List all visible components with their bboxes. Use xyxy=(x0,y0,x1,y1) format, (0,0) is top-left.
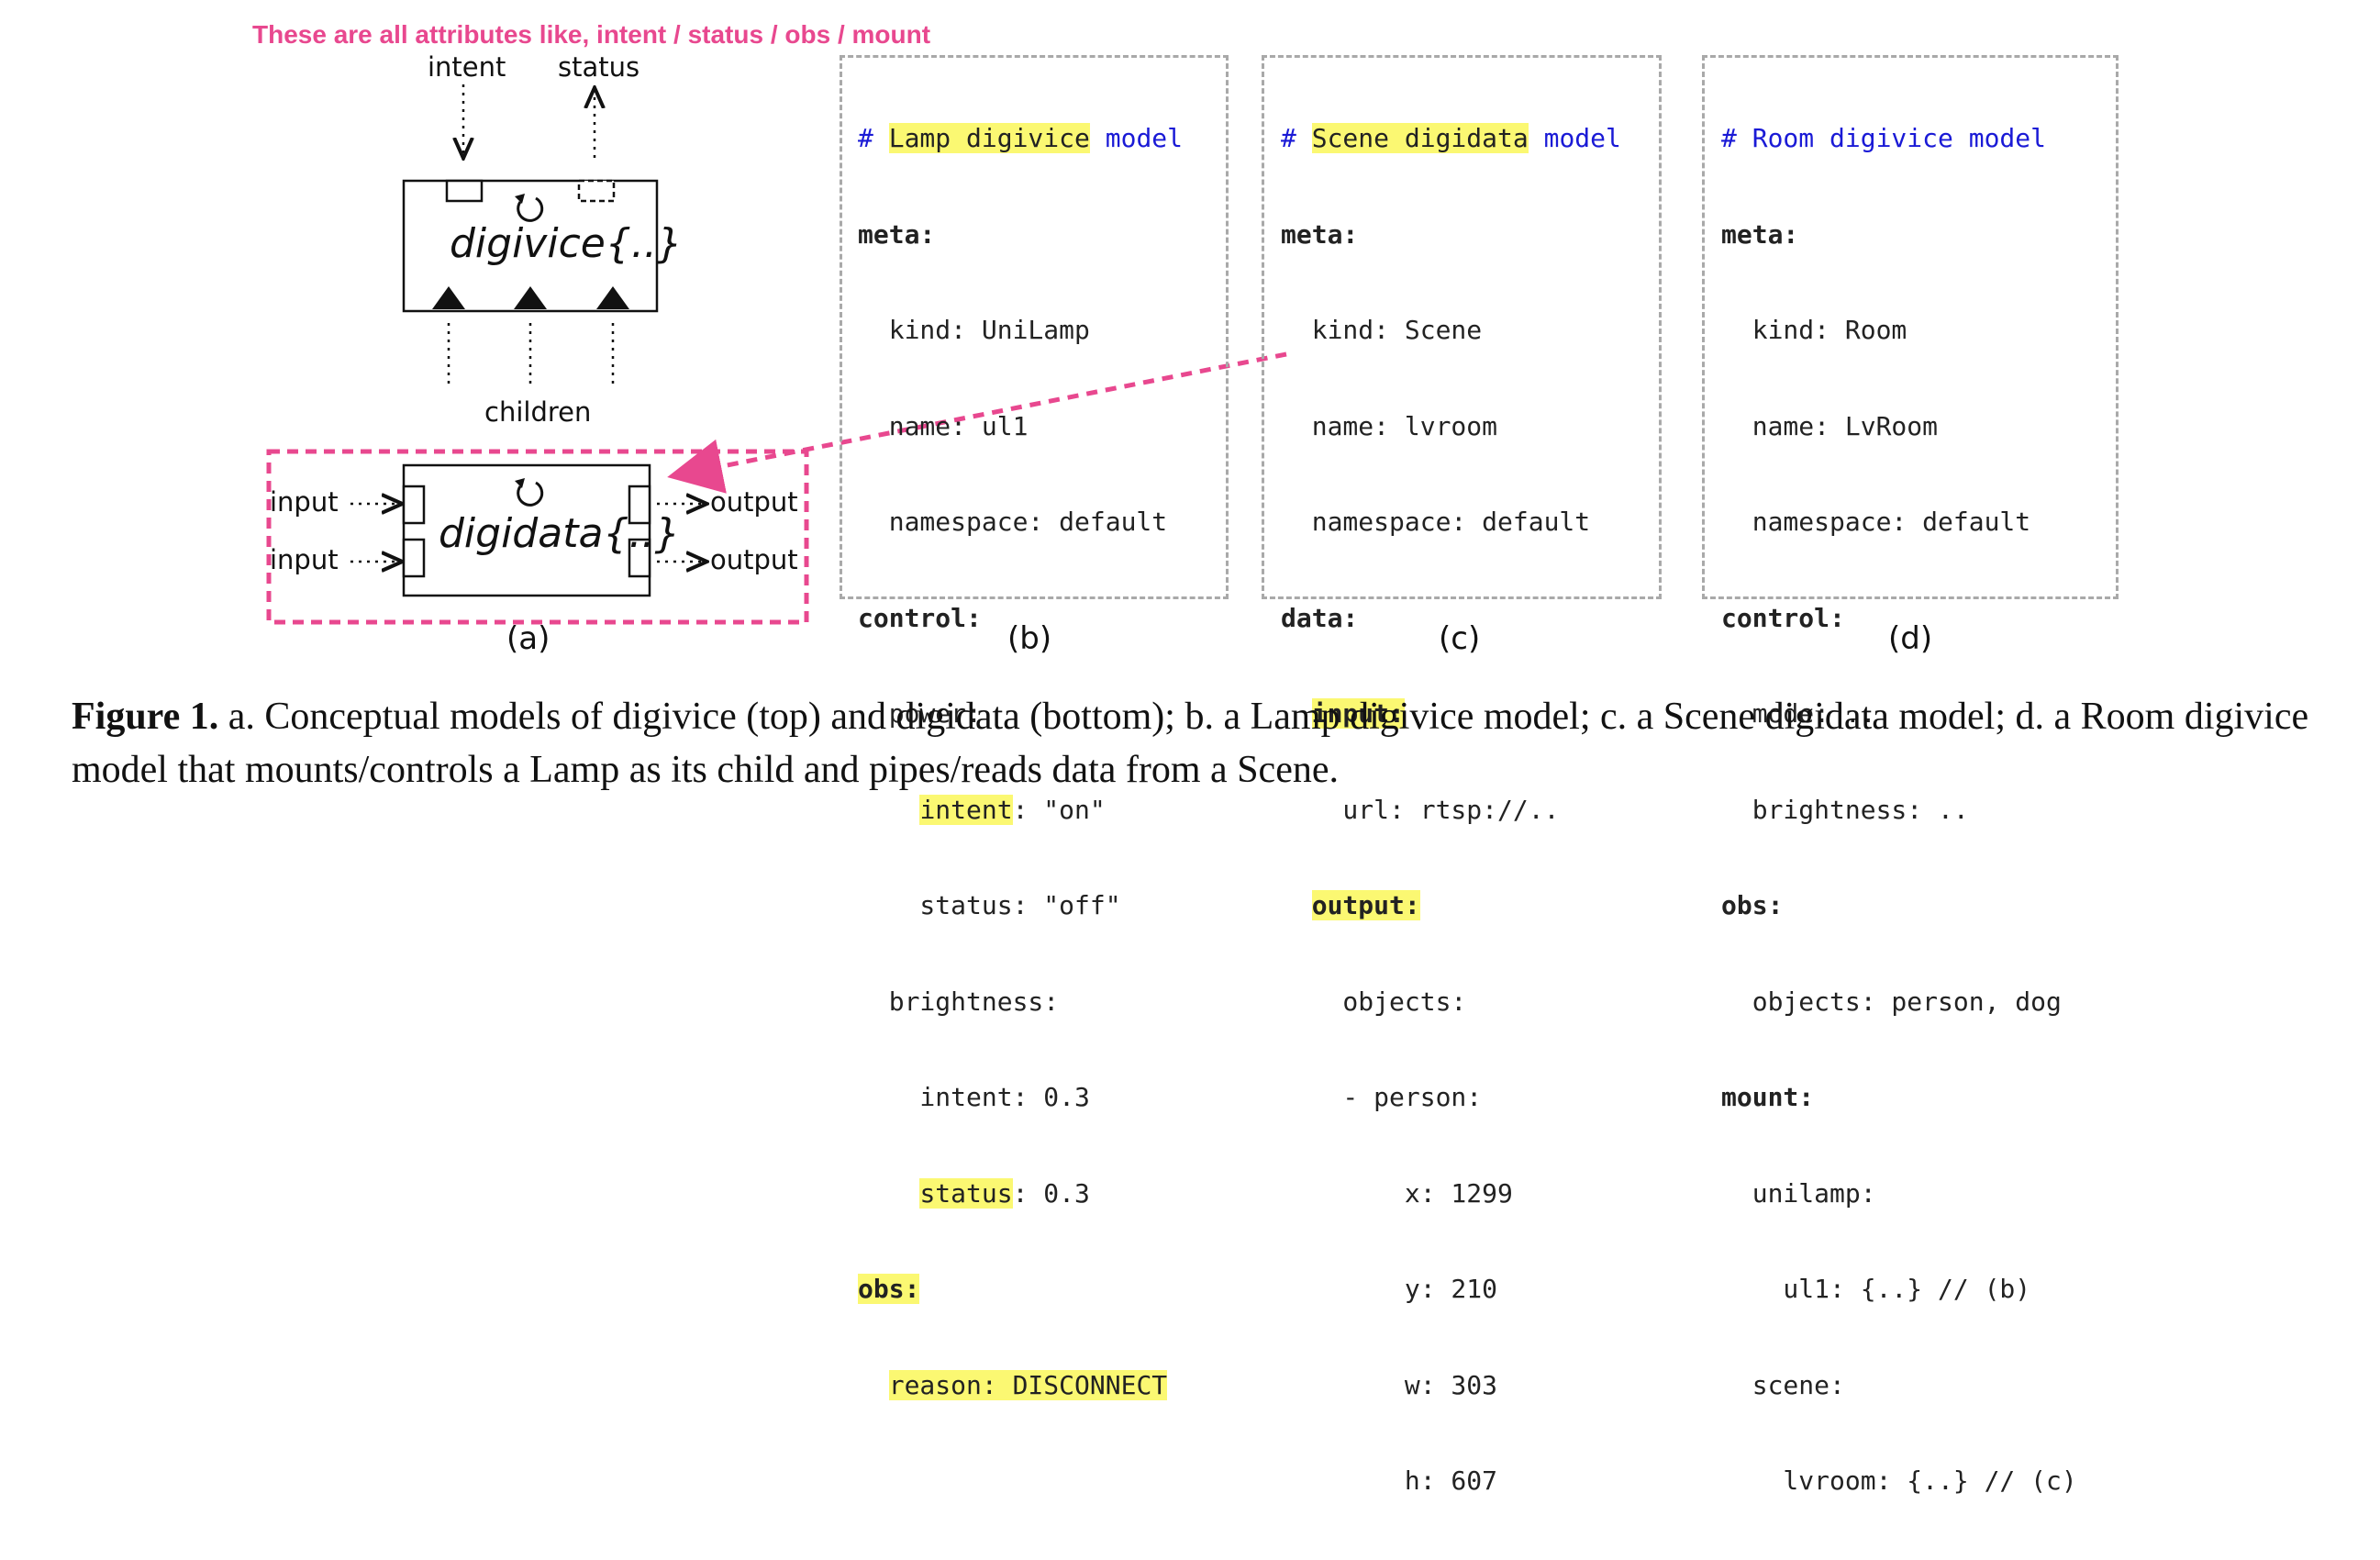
sublabel-a: (a) xyxy=(506,620,551,657)
scene-to-digidata-arrow xyxy=(667,351,1287,494)
output-label-1: output xyxy=(710,486,798,518)
child-port-2 xyxy=(514,286,547,309)
lamp-model-panel xyxy=(840,55,1229,599)
children-label: children xyxy=(484,396,592,428)
figure-caption: Figure 1. a. Conceptual models of digivi… xyxy=(72,690,2329,797)
input-highlight: input: xyxy=(1311,698,1405,729)
child-port-3 xyxy=(596,286,629,309)
input-label-2: input xyxy=(270,544,339,575)
reconcile-loop-icon xyxy=(515,194,544,222)
caption-text: a. Conceptual models of digivice (top) a… xyxy=(72,696,2309,791)
sublabel-b: (b) xyxy=(1007,620,1052,657)
output-label-2: output xyxy=(710,544,798,575)
input-label-1: input xyxy=(270,486,339,518)
status-port xyxy=(577,179,616,203)
digidata-highlight-frame xyxy=(266,449,809,625)
digidata-box xyxy=(402,463,651,597)
room-model-code: # Room digivice model meta: kind: Room n… xyxy=(1721,123,2077,1496)
attributes-annotation: These are all attributes like, intent / … xyxy=(252,20,931,49)
intent-port xyxy=(445,179,484,203)
sublabel-d: (d) xyxy=(1888,620,1933,657)
intent-highlight: intent xyxy=(919,794,1013,825)
status-label: status xyxy=(558,51,640,83)
scene-model-panel xyxy=(1262,55,1662,599)
lamp-title-highlight: Lamp digivice xyxy=(888,123,1090,153)
status-highlight: status xyxy=(919,1177,1013,1209)
child-port-1 xyxy=(432,286,465,309)
caption-label: Figure 1. xyxy=(72,696,219,738)
intent-label: intent xyxy=(428,51,506,83)
output-highlight: output: xyxy=(1311,890,1420,920)
digidata-label: digidata{..} xyxy=(439,510,681,557)
digidata-input-port-1 xyxy=(402,485,426,525)
scene-title-highlight: Scene digidata xyxy=(1311,123,1529,153)
digidata-input-port-2 xyxy=(402,538,426,578)
scene-model-code: # Scene digidata model meta: kind: Scene… xyxy=(1281,123,1621,1496)
digivice-label: digivice{..} xyxy=(450,220,683,267)
figure: These are all attributes like, intent / … xyxy=(72,20,2329,1496)
conceptual-diagram xyxy=(266,84,1287,625)
reason-highlight: reason: DISCONNECT xyxy=(888,1369,1168,1400)
room-model-panel xyxy=(1702,55,2119,599)
sublabel-c: (c) xyxy=(1439,620,1481,657)
obs-highlight: obs: xyxy=(858,1274,920,1304)
digidata-loop-icon xyxy=(515,478,544,507)
digidata-output-port-2 xyxy=(628,538,651,578)
digidata-output-port-1 xyxy=(628,485,651,525)
